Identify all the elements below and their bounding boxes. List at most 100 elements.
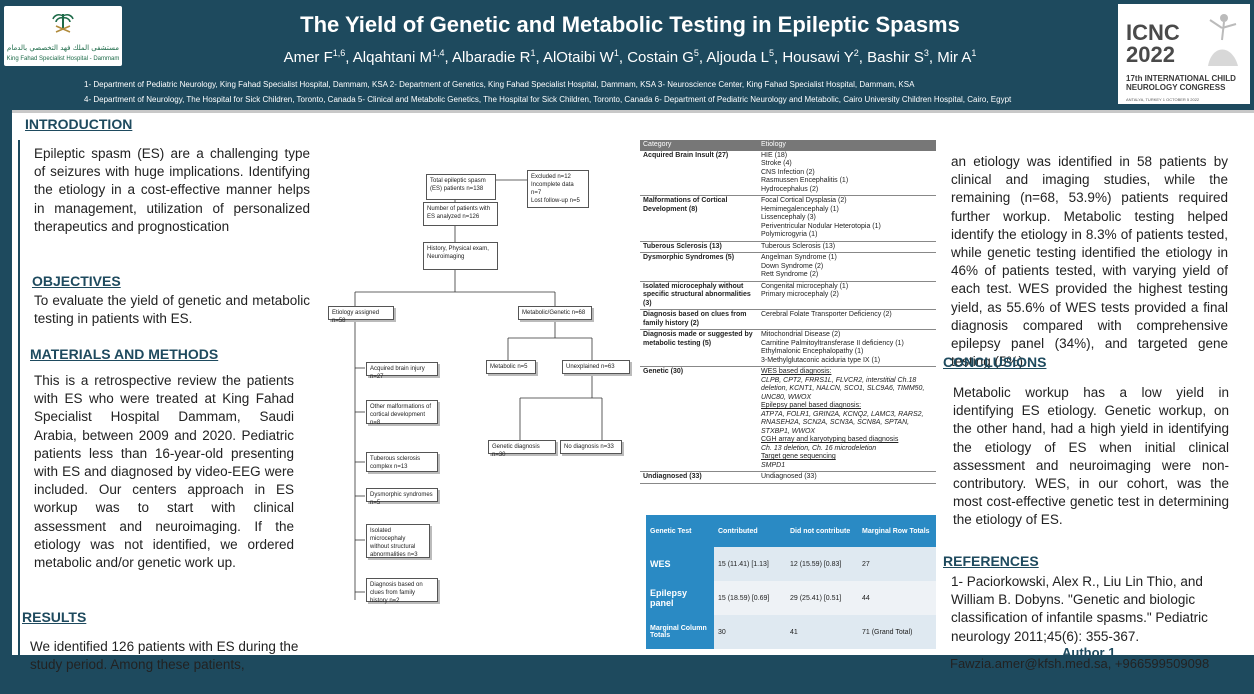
gen-cell: 15 (11.41) [1.13] [714,547,786,581]
flow-family-history: Diagnosis based on clues from family his… [366,578,438,604]
flow-dysmorphic: Dysmorphic syndromes n=5 [366,488,438,506]
methods-heading: MATERIALS AND METHODS [30,346,219,362]
references-heading: REFERENCES [943,553,1039,569]
flow-metabolic-genetic: Metabolic/Genetic n=68 [518,306,592,320]
kfsh-logo: مستشفى الملك فهد التخصصي بالدمام King Fa… [4,6,122,66]
flow-analyzed: Number of patients with ES analyzed n=12… [423,202,498,226]
category-cell: Diagnosis based on clues from family his… [640,309,758,330]
etiology-category-table: Category Etiology Acquired Brain Insult … [640,140,936,484]
gen-cell: 15 (18.59) [0.69] [714,581,786,615]
category-cell: Undiagnosed (33) [640,471,758,484]
gen-cell: 29 (25.41) [0.51] [786,581,858,615]
whirling-dancer-icon [1208,14,1238,66]
results-text-left: We identified 126 patients with ES durin… [30,639,299,673]
author-name: Alqahtani M [352,49,433,66]
flow-metabolic: Metabolic n=5 [486,360,536,374]
gen-row-label: Epilepsy panel [646,581,714,615]
author-affil-sup: 5 [693,48,699,58]
author-name: Amer F [283,49,333,66]
category-cell: Malformations of Cortical Development (8… [640,195,758,242]
category-cell: Diagnosis made or suggested by metabolic… [640,329,758,367]
poster-title: The Yield of Genetic and Metabolic Testi… [300,12,960,37]
methods-text: This is a retrospective review the patie… [34,373,294,571]
footer-bar [0,655,1254,694]
etiology-cell: Congenital microcephaly (1)Primary micro… [758,281,936,310]
flow-malformations: Other malformations of cortical developm… [366,400,438,426]
affiliations-line-1: 1- Department of Pediatric Neurology, Ki… [84,80,915,89]
etiology-cell: Focal Cortical Dysplasia (2)Hemimegalenc… [758,195,936,242]
author-affil-sup: 5 [768,48,774,58]
author-affil-sup: 1,6 [332,48,346,58]
gen-cell: 44 [858,581,936,615]
affiliations-line-2: 4- Department of Neurology, The Hospital… [84,95,1012,104]
logo-english-text: King Fahad Specialist Hospital - Dammam [6,56,120,62]
introduction-text: Epileptic spasm (ES) are a challenging t… [34,146,310,234]
gen-cell: 12 (15.59) [0.83] [786,547,858,581]
table-header-category: Category [640,140,758,151]
gen-cell: 30 [714,615,786,649]
genetic-test-table: Genetic Test Contributed Did not contrib… [646,515,936,649]
author-affil-sup: 1 [613,48,619,58]
etiology-cell: Mitochondrial Disease (2)Carnitine Palmi… [758,329,936,367]
author-name: Albaradie R [452,49,531,66]
etiology-cell: Cerebral Folate Transporter Deficiency (… [758,309,936,330]
flow-microcephaly: Isolated microcephaly without structural… [366,524,430,558]
flow-genetic-diagnosis: Genetic diagnosis n=30 [488,440,556,458]
author-affil-sup: 2 [853,48,859,58]
logo-arabic-text: مستشفى الملك فهد التخصصي بالدمام [6,44,119,52]
category-cell: Tuberous Sclerosis (13) [640,241,758,253]
category-cell: Isolated microcephaly without specific s… [640,281,758,310]
gen-header-total: Marginal Row Totals [858,515,936,547]
author-list: Amer F1,6, Alqahtani M1,4, Albaradie R1,… [283,48,977,66]
introduction-heading: INTRODUCTION [25,116,133,132]
flow-excluded: Excluded n=12 Incomplete data n=7 Lost f… [527,170,589,208]
table-header-etiology: Etiology [758,140,936,151]
results-text-right: an etiology was identified in 58 patient… [951,154,1228,370]
table-row: Diagnosis made or suggested by metabolic… [640,329,936,367]
left-border-bar [0,110,12,694]
table-row: Malformations of Cortical Development (8… [640,195,936,242]
table-row: Diagnosis based on clues from family his… [640,309,936,330]
flow-acquired-injury: Acquired brain injury n=27 [366,362,438,380]
author-affil-sup: 3 [923,48,929,58]
table-row: Acquired Brain Insult (27)HIE (18)Stroke… [640,150,936,196]
conclusions-heading: CONCLUSIONS [943,354,1047,370]
conclusions-text: Metabolic workup has a low yield in iden… [953,385,1229,528]
gen-cell: 71 (Grand Total) [858,615,936,649]
gen-cell: 41 [786,615,858,649]
author-name: Aljouda L [706,49,769,66]
references-text: 1- Paciorkowski, Alex R., Liu Lin Thio, … [951,574,1208,644]
flow-total-patients: Total epileptic spasm (ES) patients n=13… [426,174,496,200]
etiology-cell: Undiagnosed (33) [758,471,936,484]
author-name: Housawi Y [782,49,854,66]
author-name: Bashir S [867,49,924,66]
table-row: Genetic (30)WES based diagnosis:CLPB, CP… [640,366,936,472]
left-column-rule [18,140,20,680]
etiology-cell: HIE (18)Stroke (4)CNS Infection (2)Rasmu… [758,150,936,196]
table-row: Epilepsy panel 15 (18.59) [0.69] 29 (25.… [646,581,936,615]
flow-no-diagnosis: No diagnosis n=33 [560,440,622,454]
gen-row-label: Marginal Column Totals [646,615,714,649]
flow-etiology-assigned: Etiology assigned n=58 [328,306,394,324]
author-affil-sup: 1 [971,48,977,58]
flow-unexplained: Unexplained n=63 [562,360,630,374]
table-row: Undiagnosed (33)Undiagnosed (33) [640,471,936,484]
objectives-heading: OBJECTIVES [32,273,121,289]
gen-cell: 27 [858,547,936,581]
objectives-text: To evaluate the yield of genetic and met… [34,293,310,327]
author-affil-sup: 1,4 [432,48,445,58]
category-cell: Dysmorphic Syndromes (5) [640,252,758,282]
table-row: Isolated microcephaly without specific s… [640,281,936,310]
author-label: Author 1 [1062,645,1116,660]
category-cell: Genetic (30) [640,366,758,472]
author-name: Mir A [937,49,972,66]
flow-history-exam: History, Physical exam, Neuroimaging [423,242,498,270]
table-row: Tuberous Sclerosis (13)Tuberous Sclerosi… [640,241,936,253]
icnc-dates: ANTALYA, TURKEY 1 OCTOBER 5 2022 [1126,97,1200,102]
etiology-cell: Angelman Syndrome (1)Down Syndrome (2)Re… [758,252,936,282]
gen-header-test: Genetic Test [646,515,714,547]
contact-email[interactable]: Fawzia.amer@kfsh.med.sa, +966599509098 [950,656,1210,671]
icnc-subtitle: 17th INTERNATIONAL CHILD NEUROLOGY CONGR… [1126,74,1236,92]
